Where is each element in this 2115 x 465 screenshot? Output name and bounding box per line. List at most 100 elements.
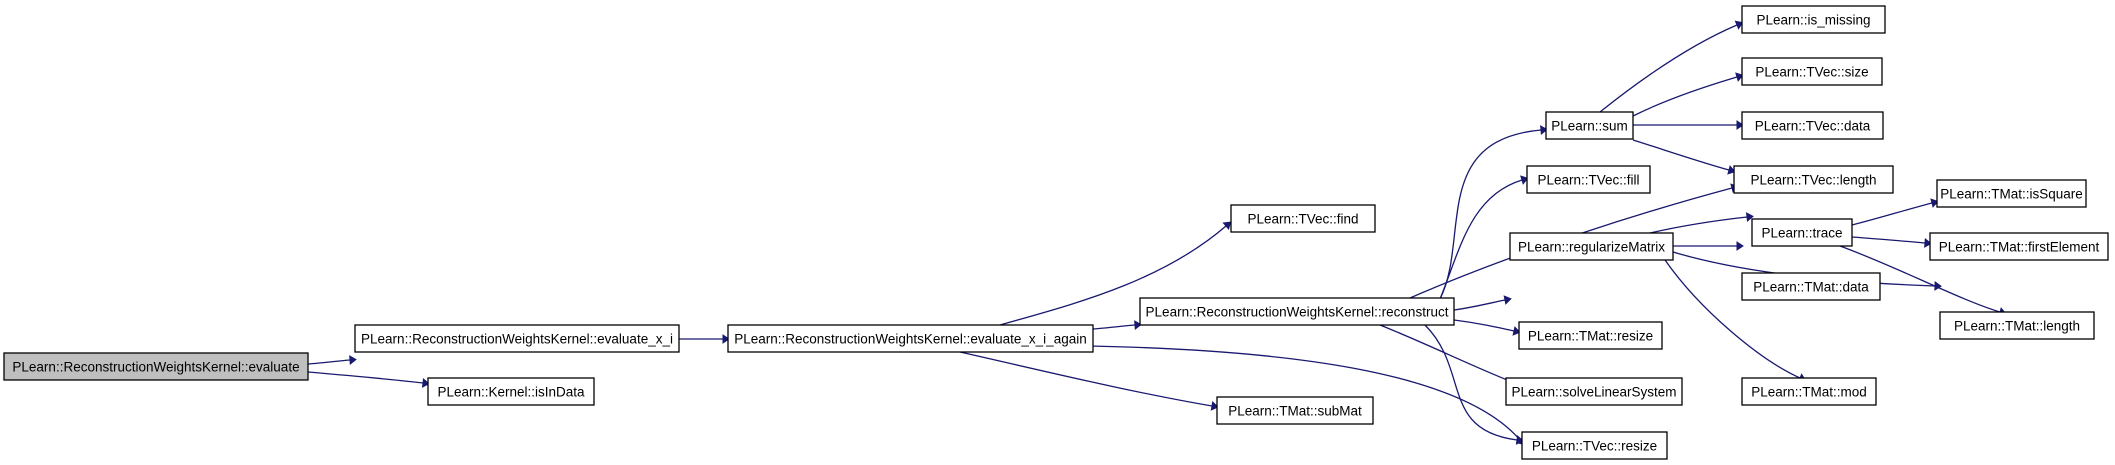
node-box bbox=[1939, 311, 2095, 340]
arrowhead-icon bbox=[1515, 435, 1524, 445]
node-label: PLearn::TMat::data bbox=[1753, 280, 1869, 295]
node-box bbox=[727, 324, 1094, 353]
node-label: PLearn::ReconstructionWeightsKernel::eva… bbox=[361, 332, 673, 347]
node-box bbox=[1139, 297, 1455, 326]
node-label: PLearn::ReconstructionWeightsKernel::rec… bbox=[1146, 305, 1449, 320]
node-tmat-resize[interactable]: PLearn::TMat::resize bbox=[1518, 321, 1663, 350]
node-box bbox=[1929, 232, 2109, 261]
arrowhead-icon bbox=[1736, 120, 1744, 130]
node-reconstruct[interactable]: PLearn::ReconstructionWeightsKernel::rec… bbox=[1139, 297, 1455, 326]
node-box bbox=[1741, 5, 1886, 34]
arrowhead-icon bbox=[1736, 241, 1744, 251]
arrowhead-icon bbox=[1734, 20, 1744, 30]
node-tmat-submat[interactable]: PLearn::TMat::subMat bbox=[1216, 396, 1374, 425]
node-tvec-data[interactable]: PLearn::TVec::data bbox=[1741, 111, 1884, 140]
node-tvec-find[interactable]: PLearn::TVec::find bbox=[1230, 204, 1376, 233]
node-label: PLearn::ReconstructionWeightsKernel::eva… bbox=[12, 360, 299, 375]
node-box bbox=[1733, 165, 1894, 194]
node-evaluate[interactable]: PLearn::ReconstructionWeightsKernel::eva… bbox=[3, 352, 309, 381]
node-box bbox=[1545, 111, 1634, 140]
call-edge-reconstruct-to-regularizeMatrix bbox=[1453, 295, 1512, 311]
call-edge-evaluate-to-evaluate-x-i bbox=[307, 355, 357, 365]
node-box bbox=[354, 324, 680, 353]
call-edge-sum-to-tvec-size bbox=[1632, 72, 1744, 117]
node-box bbox=[1936, 179, 2087, 208]
node-box bbox=[1526, 165, 1651, 194]
node-box bbox=[3, 352, 309, 381]
arrowhead-icon bbox=[1735, 72, 1744, 82]
node-box bbox=[1505, 377, 1683, 406]
node-label: PLearn::TMat::resize bbox=[1528, 329, 1653, 344]
arrowhead-icon bbox=[1134, 320, 1142, 330]
call-edge-trace-to-tmat-isSquare bbox=[1851, 198, 1939, 226]
call-edge-sum-to-tvec-data bbox=[1633, 120, 1744, 130]
node-label: PLearn::TMat::isSquare bbox=[1940, 187, 2083, 202]
arrowhead-icon bbox=[1930, 198, 1939, 208]
call-edge-sum-to-tvec-length bbox=[1632, 139, 1736, 175]
node-label: PLearn::TVec::length bbox=[1750, 173, 1876, 188]
call-edge-reconstruct-to-sum bbox=[1439, 125, 1548, 300]
node-label: PLearn::is_missing bbox=[1756, 13, 1870, 28]
arrowhead-icon bbox=[1512, 326, 1521, 336]
node-box bbox=[1521, 431, 1668, 460]
arrowhead-icon bbox=[1210, 401, 1219, 411]
node-tvec-fill[interactable]: PLearn::TVec::fill bbox=[1526, 165, 1651, 194]
call-edge-regularizeMatrix-to-trace bbox=[1649, 212, 1754, 234]
call-edge-evaluate-x-i-again-to-tvec-find bbox=[999, 221, 1232, 326]
call-edge-evaluate-to-isInData bbox=[307, 371, 430, 388]
node-evaluate-x-i-again[interactable]: PLearn::ReconstructionWeightsKernel::eva… bbox=[727, 324, 1094, 353]
node-box bbox=[1741, 272, 1881, 301]
node-tvec-resize[interactable]: PLearn::TVec::resize bbox=[1521, 431, 1668, 460]
node-box bbox=[1230, 204, 1376, 233]
node-label: PLearn::ReconstructionWeightsKernel::eva… bbox=[734, 332, 1086, 347]
node-evaluate-x-i[interactable]: PLearn::ReconstructionWeightsKernel::eva… bbox=[354, 324, 680, 353]
node-isInData[interactable]: PLearn::Kernel::isInData bbox=[427, 377, 595, 406]
node-box bbox=[427, 377, 595, 406]
call-edge-regularizeMatrix-to-tmat-data bbox=[1672, 241, 1744, 251]
node-solveLinearSystem[interactable]: PLearn::solveLinearSystem bbox=[1505, 377, 1683, 406]
call-edge-evaluate-x-i-again-to-reconstruct bbox=[1092, 320, 1142, 330]
node-label: PLearn::solveLinearSystem bbox=[1511, 385, 1676, 400]
node-label: PLearn::sum bbox=[1551, 119, 1628, 134]
node-sum[interactable]: PLearn::sum bbox=[1545, 111, 1634, 140]
node-label: PLearn::TVec::resize bbox=[1532, 439, 1657, 454]
arrowhead-icon bbox=[1222, 221, 1232, 231]
node-label: PLearn::TMat::firstElement bbox=[1939, 240, 2100, 255]
arrowhead-icon bbox=[1745, 212, 1754, 222]
arrowhead-icon bbox=[349, 355, 357, 365]
node-tvec-size[interactable]: PLearn::TVec::size bbox=[1741, 57, 1883, 86]
node-tmat-firstElement[interactable]: PLearn::TMat::firstElement bbox=[1929, 232, 2109, 261]
node-label: PLearn::TVec::fill bbox=[1537, 173, 1639, 188]
node-tmat-mod[interactable]: PLearn::TMat::mod bbox=[1741, 377, 1877, 406]
arrowhead-icon bbox=[1540, 125, 1548, 135]
node-label: PLearn::TVec::data bbox=[1755, 119, 1871, 134]
node-box bbox=[1509, 232, 1674, 261]
arrowhead-icon bbox=[1924, 238, 1932, 248]
node-is-missing[interactable]: PLearn::is_missing bbox=[1741, 5, 1886, 34]
node-label: PLearn::TVec::find bbox=[1247, 212, 1358, 227]
call-edge-reconstruct-to-tmat-resize bbox=[1453, 319, 1521, 336]
node-box bbox=[1741, 111, 1884, 140]
node-tmat-isSquare[interactable]: PLearn::TMat::isSquare bbox=[1936, 179, 2087, 208]
node-tmat-length[interactable]: PLearn::TMat::length bbox=[1939, 311, 2095, 340]
node-tvec-length[interactable]: PLearn::TVec::length bbox=[1733, 165, 1894, 194]
call-edge-evaluate-x-i-again-to-tmat-submat bbox=[959, 351, 1219, 411]
node-box bbox=[1741, 377, 1877, 406]
node-trace[interactable]: PLearn::trace bbox=[1751, 218, 1853, 247]
node-regularizeMatrix[interactable]: PLearn::regularizeMatrix bbox=[1509, 232, 1674, 261]
call-edge-reconstruct-to-tvec-resize bbox=[1424, 324, 1524, 445]
node-label: PLearn::TMat::length bbox=[1954, 319, 2080, 334]
node-label: PLearn::regularizeMatrix bbox=[1518, 240, 1665, 255]
node-tmat-data[interactable]: PLearn::TMat::data bbox=[1741, 272, 1881, 301]
node-label: PLearn::trace bbox=[1761, 226, 1842, 241]
call-edge-trace-to-tmat-firstElement bbox=[1851, 236, 1932, 248]
arrowhead-icon bbox=[722, 334, 730, 344]
call-edge-sum-to-is-missing bbox=[1599, 20, 1744, 113]
node-label: PLearn::TVec::size bbox=[1755, 65, 1868, 80]
node-label: PLearn::TMat::subMat bbox=[1228, 404, 1362, 419]
arrowhead-icon bbox=[1503, 295, 1512, 305]
arrowhead-icon bbox=[1520, 175, 1529, 185]
node-box bbox=[1518, 321, 1663, 350]
call-edge-evaluate-x-i-to-evaluate-x-i-again bbox=[679, 334, 730, 344]
